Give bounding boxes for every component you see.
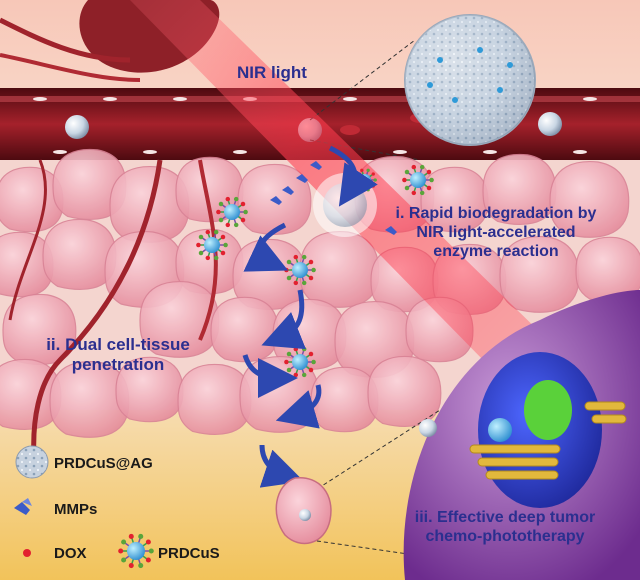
prdcus-icon	[118, 533, 154, 569]
tissue-cell	[367, 355, 442, 427]
prdcus-particle	[196, 229, 228, 261]
step2-caption: ii. Dual cell-tissue penetration	[46, 335, 190, 374]
penetration-arrow	[275, 384, 322, 429]
capillary	[0, 17, 131, 63]
zoom-guide	[309, 39, 416, 121]
tissue-cell	[575, 236, 640, 303]
penetration-arrow	[243, 222, 289, 272]
svg-text:enzyme reaction: enzyme reaction	[433, 243, 558, 260]
step1-caption: i. Rapid biodegradation by NIR light-acc…	[396, 205, 597, 260]
organelle-stack	[469, 401, 627, 480]
penetration-arrows	[242, 145, 378, 488]
mmp-enzyme	[270, 196, 282, 205]
nanoparticle-in-vessel	[65, 115, 89, 139]
vessel-wall	[0, 96, 640, 102]
capillary	[31, 159, 163, 471]
prdcus-particle	[216, 196, 248, 228]
penetration-arrow	[259, 444, 304, 488]
mmp-enzyme	[385, 226, 397, 235]
prdcus-particle	[402, 164, 434, 196]
penetration-arrow	[261, 289, 307, 350]
prdcus-particle	[118, 533, 154, 569]
legend-mmps: MMPs	[54, 501, 97, 518]
tissue-cell	[210, 296, 279, 363]
capillary	[8, 159, 47, 321]
red-blood-cell	[340, 125, 360, 135]
capillary	[0, 53, 141, 82]
nanoparticle-in-tumor	[488, 418, 512, 442]
nanoparticle-in-vessel	[538, 112, 562, 136]
svg-text:penetration: penetration	[72, 355, 165, 374]
step3-caption: iii. Effective deep tumor chemo-photothe…	[415, 509, 595, 545]
nir-light-label: NIR light	[237, 63, 307, 82]
legend-prdcus-ag: PRDCuS@AG	[54, 455, 153, 472]
svg-text:iii. Effective deep tumor: iii. Effective deep tumor	[415, 509, 595, 526]
legend: PRDCuS@AG MMPs DOX PRDCuS	[14, 445, 220, 569]
nanoparticle-in-tumor	[419, 419, 437, 437]
mmp-enzyme	[296, 174, 308, 183]
svg-text:i. Rapid biodegradation by: i. Rapid biodegradation by	[396, 205, 597, 222]
mmp-enzymes	[270, 161, 397, 235]
mmp-enzyme	[310, 161, 322, 170]
nucleus-core	[524, 380, 572, 440]
penetration-arrow	[242, 354, 298, 398]
drug-spots	[427, 47, 513, 103]
mmp-icon	[14, 498, 32, 515]
mmp-enzyme	[282, 186, 294, 195]
svg-text:chemo-phototherapy: chemo-phototherapy	[425, 528, 584, 545]
svg-text:ii. Dual cell-tissue: ii. Dual cell-tissue	[46, 335, 190, 354]
dox-dot-icon	[23, 549, 31, 557]
legend-prdcus: PRDCuS	[158, 545, 220, 562]
svg-text:NIR light-accelerated: NIR light-accelerated	[416, 224, 575, 241]
prdcus-ag-icon	[15, 445, 49, 479]
tissue-cell	[549, 161, 630, 238]
penetration-arrow	[328, 145, 378, 207]
legend-dox: DOX	[54, 545, 87, 562]
